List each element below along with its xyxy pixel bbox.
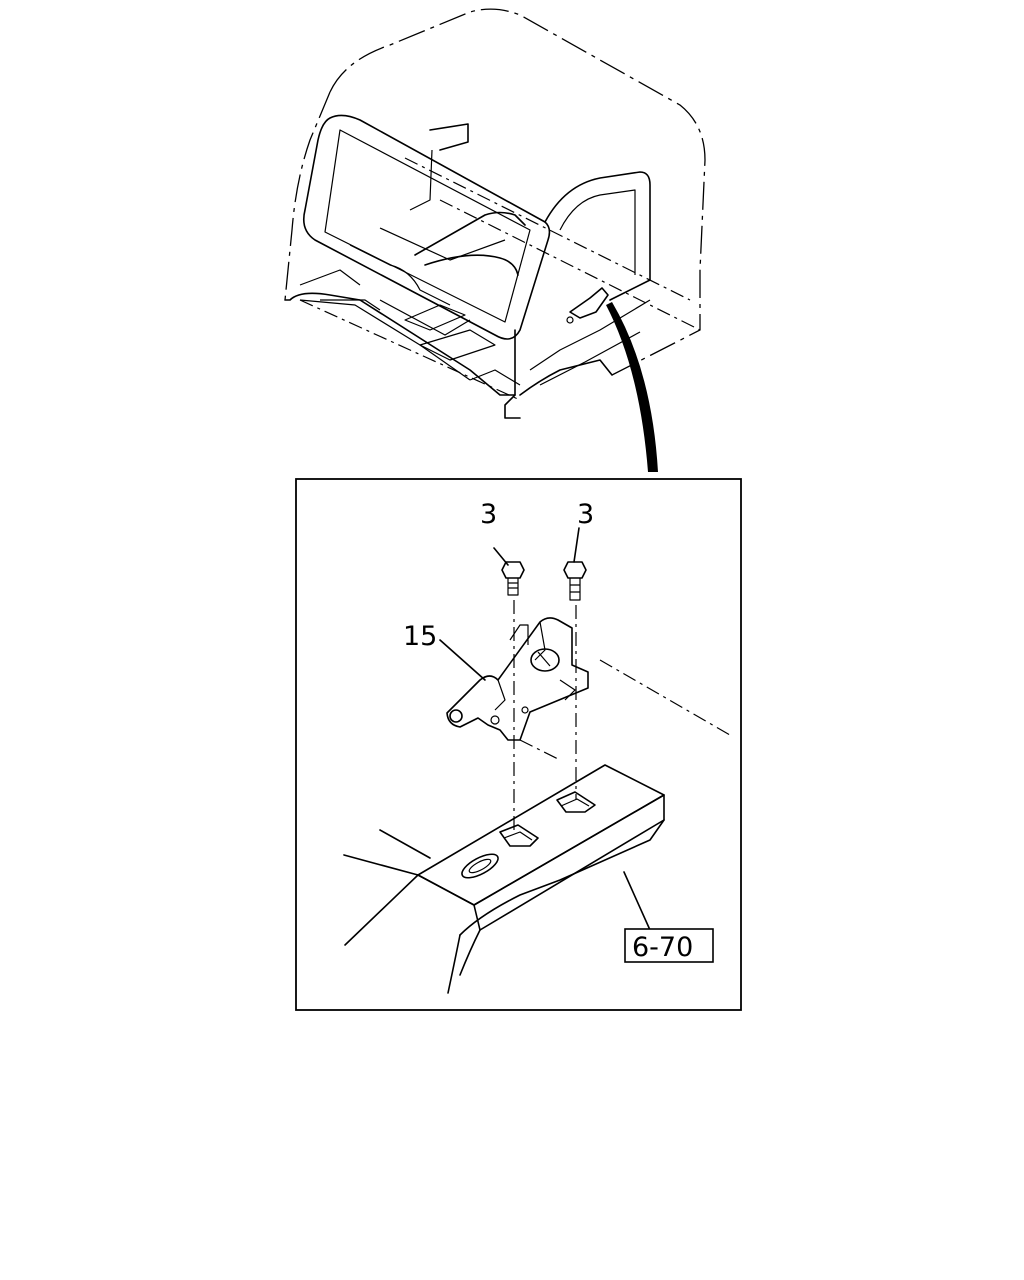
callout-bolt-right: 3 [577,499,594,530]
bolt-right [563,527,587,601]
callout-bolt-left: 3 [480,499,497,530]
reference-box [624,928,714,963]
detail-view [343,527,731,994]
callout-hinge: 15 [403,621,437,652]
callout-reference: 6-70 [632,932,693,963]
bolt-left [493,547,525,596]
detail-frame [295,478,742,1011]
cab-overview [284,8,706,472]
